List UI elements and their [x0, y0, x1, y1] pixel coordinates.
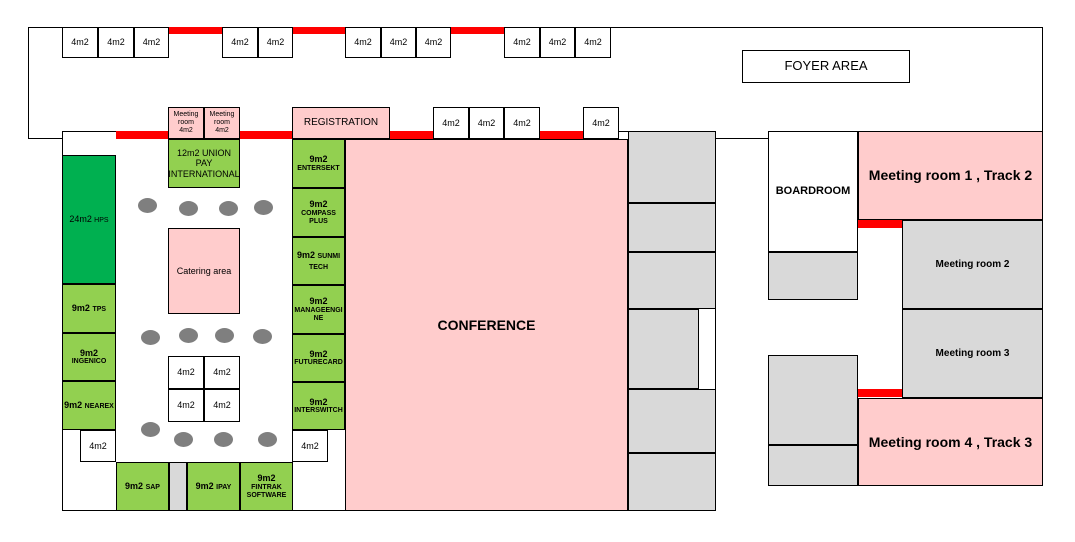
grey-block — [628, 252, 716, 309]
seat — [138, 198, 157, 213]
seat — [179, 328, 198, 343]
booth-ipay: 9m2 IPAY — [187, 462, 240, 511]
seat — [253, 329, 272, 344]
booth-4m2-mid-4: 4m2 — [583, 107, 619, 139]
booth-4m2-left-bottom: 4m2 — [80, 430, 116, 462]
booth-4m2-mid-1: 4m2 — [433, 107, 469, 139]
grey-block-right — [768, 252, 858, 300]
grey-block — [628, 389, 716, 453]
seat — [141, 422, 160, 437]
booth-tps: 9m2 TPS — [62, 284, 116, 333]
meeting-room-3: Meeting room 3 — [902, 309, 1043, 398]
grey-block — [628, 131, 716, 203]
booth-4m2-center-4: 4m2 — [204, 389, 240, 422]
booth-4m2-top-7: 4m2 — [381, 27, 416, 58]
booth-4m2-top-9: 4m2 — [504, 27, 540, 58]
door-mid-4 — [540, 131, 583, 139]
door-mid-1 — [116, 131, 168, 139]
seat — [141, 330, 160, 345]
seat — [219, 201, 238, 216]
booth-4m2-center-bottom: 4m2 — [292, 430, 328, 462]
door-right-2 — [858, 389, 902, 397]
door-top-2 — [293, 27, 345, 34]
booth-4m2-top-1: 4m2 — [62, 27, 98, 58]
door-top-1 — [169, 27, 222, 34]
booth-4m2-mid-2: 4m2 — [469, 107, 504, 139]
bottom-gap-block — [169, 462, 187, 511]
booth-4m2-top-8: 4m2 — [416, 27, 451, 58]
seat — [214, 432, 233, 447]
catering-area: Catering area — [168, 228, 240, 314]
grey-block-right — [768, 445, 858, 486]
registration: REGISTRATION — [292, 107, 390, 139]
door-mid-3 — [390, 131, 433, 139]
door-right-1 — [858, 220, 902, 228]
meeting-room-1: Meeting room 1 , Track 2 — [858, 131, 1043, 220]
conference-hall: CONFERENCE — [345, 139, 628, 511]
booth-4m2-top-2: 4m2 — [98, 27, 134, 58]
seat — [215, 328, 234, 343]
meeting-room-2: Meeting room 2 — [902, 220, 1043, 309]
grey-block-right — [768, 355, 858, 445]
booth-4m2-top-11: 4m2 — [575, 27, 611, 58]
booth-sap: 9m2 SAP — [116, 462, 169, 511]
door-top-3 — [451, 27, 504, 34]
boardroom: BOARDROOM — [768, 131, 858, 252]
seat — [258, 432, 277, 447]
grey-block — [628, 453, 716, 511]
booth-4m2-center-1: 4m2 — [168, 356, 204, 389]
booth-4m2-top-3: 4m2 — [134, 27, 169, 58]
booth-4m2-top-10: 4m2 — [540, 27, 575, 58]
meeting-room-4: Meeting room 4 , Track 3 — [858, 398, 1043, 486]
booth-4m2-center-3: 4m2 — [168, 389, 204, 422]
booth-4m2-mid-3: 4m2 — [504, 107, 540, 139]
seat — [174, 432, 193, 447]
booth-4m2-center-2: 4m2 — [204, 356, 240, 389]
grey-block — [628, 203, 716, 252]
booth-union-pay: 12m2 UNION PAY INTERNATIONAL — [168, 139, 240, 188]
door-mid-2 — [240, 131, 292, 139]
seat — [179, 201, 198, 216]
grey-block — [628, 309, 699, 389]
foyer-area: FOYER AREA — [742, 50, 910, 83]
booth-hps: 24m2 HPS — [62, 155, 116, 284]
seat — [254, 200, 273, 215]
booth-4m2-top-4: 4m2 — [222, 27, 258, 58]
booth-sunmi-tech: 9m2 SUNMI TECH — [292, 237, 345, 285]
booth-4m2-top-5: 4m2 — [258, 27, 293, 58]
booth-4m2-top-6: 4m2 — [345, 27, 381, 58]
booth-nearex: 9m2 NEAREX — [62, 381, 116, 430]
